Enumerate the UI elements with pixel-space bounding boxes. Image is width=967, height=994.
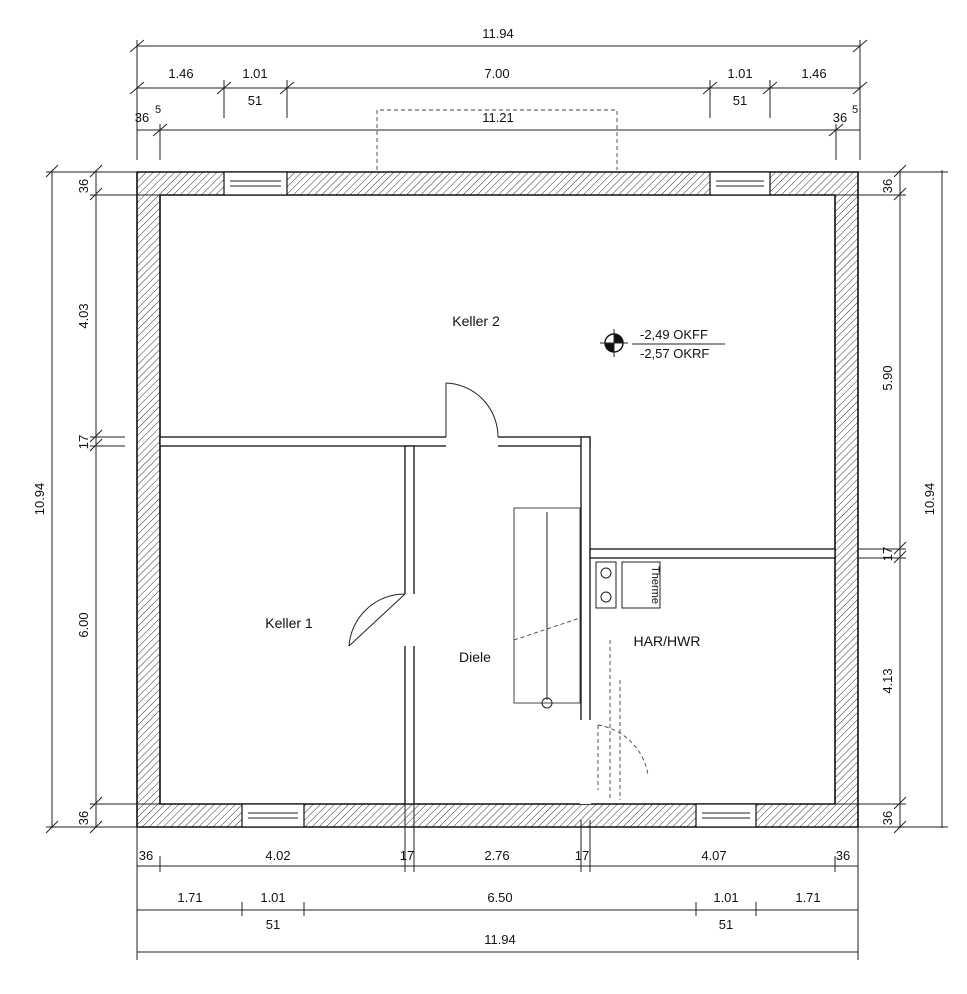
top-dim-1-46-left: 1.46 — [168, 66, 193, 81]
door-keller1-leaf — [348, 593, 406, 647]
bottom-dim-17-right: 17 — [575, 848, 589, 863]
bottom-dim-6-50: 6.50 — [487, 890, 512, 905]
top-dim-36-left: 36 — [135, 110, 149, 125]
window-top-right — [709, 171, 771, 196]
door-keller1-swing — [348, 593, 406, 647]
left-dim-17: 17 — [76, 435, 91, 449]
left-dim-6-00: 6.00 — [76, 612, 91, 637]
bottom-dim-1-71-left: 1.71 — [177, 890, 202, 905]
bottom-dim-4-02: 4.02 — [265, 848, 290, 863]
inner-walls — [159, 436, 836, 805]
right-dim-36-bottom: 36 — [880, 811, 895, 825]
room-har-hwr: HAR/HWR — [634, 633, 701, 649]
stair-outline — [513, 507, 581, 704]
bottom-dim-51-right: 51 — [719, 917, 733, 932]
top-dim-36-left-sup: 5 — [155, 104, 161, 116]
top-dim-51-left: 51 — [248, 93, 262, 108]
bottom-dim-1-01-left: 1.01 — [260, 890, 285, 905]
bottom-dim-36-right: 36 — [836, 848, 850, 863]
top-dim-7-00: 7.00 — [484, 66, 509, 81]
left-dim-4-03: 4.03 — [76, 303, 91, 328]
door-har-swing — [597, 724, 649, 776]
right-dim-4-13: 4.13 — [880, 668, 895, 693]
right-dim-5-90: 5.90 — [880, 365, 895, 390]
window-bottom-left — [241, 803, 305, 828]
right-overall-dim: 10.94 — [922, 483, 937, 516]
left-overall-dim: 10.94 — [32, 483, 47, 516]
bottom-dim-2-76: 2.76 — [484, 848, 509, 863]
room-keller-1: Keller 1 — [265, 615, 313, 631]
top-dim-11-21: 11.21 — [482, 110, 514, 125]
bottom-dim-1-71-right: 1.71 — [795, 890, 820, 905]
top-dim-1-46-right: 1.46 — [801, 66, 826, 81]
level-marker: -2,49 OKFF -2,57 OKRF — [600, 327, 725, 361]
left-dim-36-bottom: 36 — [76, 811, 91, 825]
bottom-dim-51-left: 51 — [266, 917, 280, 932]
top-overall-dim: 11.94 — [482, 26, 514, 41]
bottom-dimensions: 36 4.02 17 2.76 17 4.07 36 1.71 1.01 6.5… — [136, 804, 859, 960]
room-keller-2: Keller 2 — [452, 313, 500, 329]
doors — [348, 382, 649, 790]
right-dim-17: 17 — [880, 547, 895, 561]
window-top-left — [223, 171, 288, 196]
top-dim-51-right: 51 — [733, 93, 747, 108]
door-keller2-swing — [445, 382, 499, 438]
bottom-dim-36-left: 36 — [139, 848, 153, 863]
right-dimensions: 36 5.90 17 4.13 36 10.94 — [835, 164, 948, 834]
window-bottom-right — [695, 803, 757, 828]
diele-fixtures — [513, 507, 621, 800]
bottom-dim-1-01-right: 1.01 — [713, 890, 738, 905]
bottom-dim-4-07: 4.07 — [701, 848, 726, 863]
top-dim-1-01-left: 1.01 — [242, 66, 267, 81]
bottom-dim-17-left: 17 — [400, 848, 414, 863]
therme-unit: Therme — [595, 561, 661, 609]
top-dim-1-01-right: 1.01 — [727, 66, 752, 81]
bottom-overall-dim: 11.94 — [484, 932, 516, 947]
level-okff: -2,49 OKFF — [640, 327, 708, 342]
outer-walls — [136, 171, 859, 828]
top-dimensions: 11.94 1.46 1.01 7.00 1.01 1.46 51 51 36 … — [129, 26, 868, 170]
left-dimensions: 10.94 36 4.03 17 6.00 36 — [32, 164, 160, 834]
top-dim-36-right-sup: 5 — [852, 104, 858, 116]
left-dim-36-top: 36 — [76, 179, 91, 193]
top-dim-36-right: 36 — [833, 110, 847, 125]
therme-label: Therme — [649, 566, 661, 604]
right-dim-36-top: 36 — [880, 179, 895, 193]
level-okrf: -2,57 OKRF — [640, 346, 709, 361]
room-diele: Diele — [459, 649, 491, 665]
